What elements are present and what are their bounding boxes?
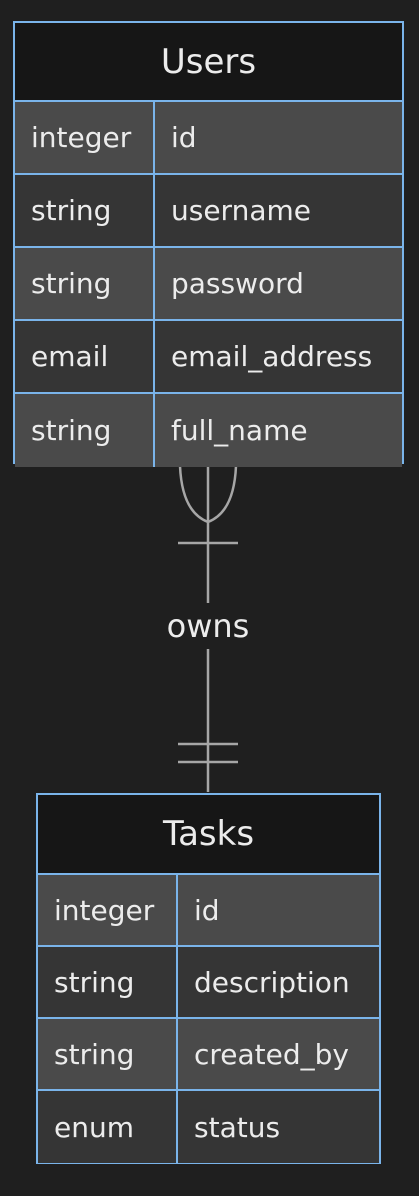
users-field-row: string full_name: [15, 394, 402, 467]
field-type: string: [38, 947, 178, 1017]
tasks-field-row: string created_by: [38, 1019, 379, 1091]
field-type: enum: [38, 1091, 178, 1163]
users-field-row: string username: [15, 175, 402, 248]
crowfoot-left: [178, 465, 209, 524]
tasks-entity[interactable]: Tasks integer id string description stri…: [36, 793, 381, 1164]
field-name: id: [178, 875, 379, 945]
users-field-row: integer id: [15, 102, 402, 175]
tasks-field-row: integer id: [38, 875, 379, 947]
field-type: email: [15, 321, 155, 392]
tasks-field-row: enum status: [38, 1091, 379, 1163]
tasks-entity-title: Tasks: [38, 795, 379, 875]
field-name: id: [155, 102, 402, 173]
users-entity-title: Users: [15, 23, 402, 102]
field-type: string: [15, 175, 155, 246]
field-type: string: [15, 394, 155, 467]
users-entity[interactable]: Users integer id string username string …: [13, 21, 404, 467]
field-type: integer: [15, 102, 155, 173]
relationship-label: owns: [160, 603, 256, 649]
field-type: string: [15, 248, 155, 319]
field-name: username: [155, 175, 402, 246]
field-type: string: [38, 1019, 178, 1089]
crowfoot-right: [207, 465, 238, 524]
users-field-row: string password: [15, 248, 402, 321]
tasks-field-row: string description: [38, 947, 379, 1019]
field-name: created_by: [178, 1019, 379, 1089]
field-name: description: [178, 947, 379, 1017]
field-type: integer: [38, 875, 178, 945]
field-name: status: [178, 1091, 379, 1163]
field-name: password: [155, 248, 402, 319]
field-name: full_name: [155, 394, 402, 467]
users-field-row: email email_address: [15, 321, 402, 394]
field-name: email_address: [155, 321, 402, 392]
